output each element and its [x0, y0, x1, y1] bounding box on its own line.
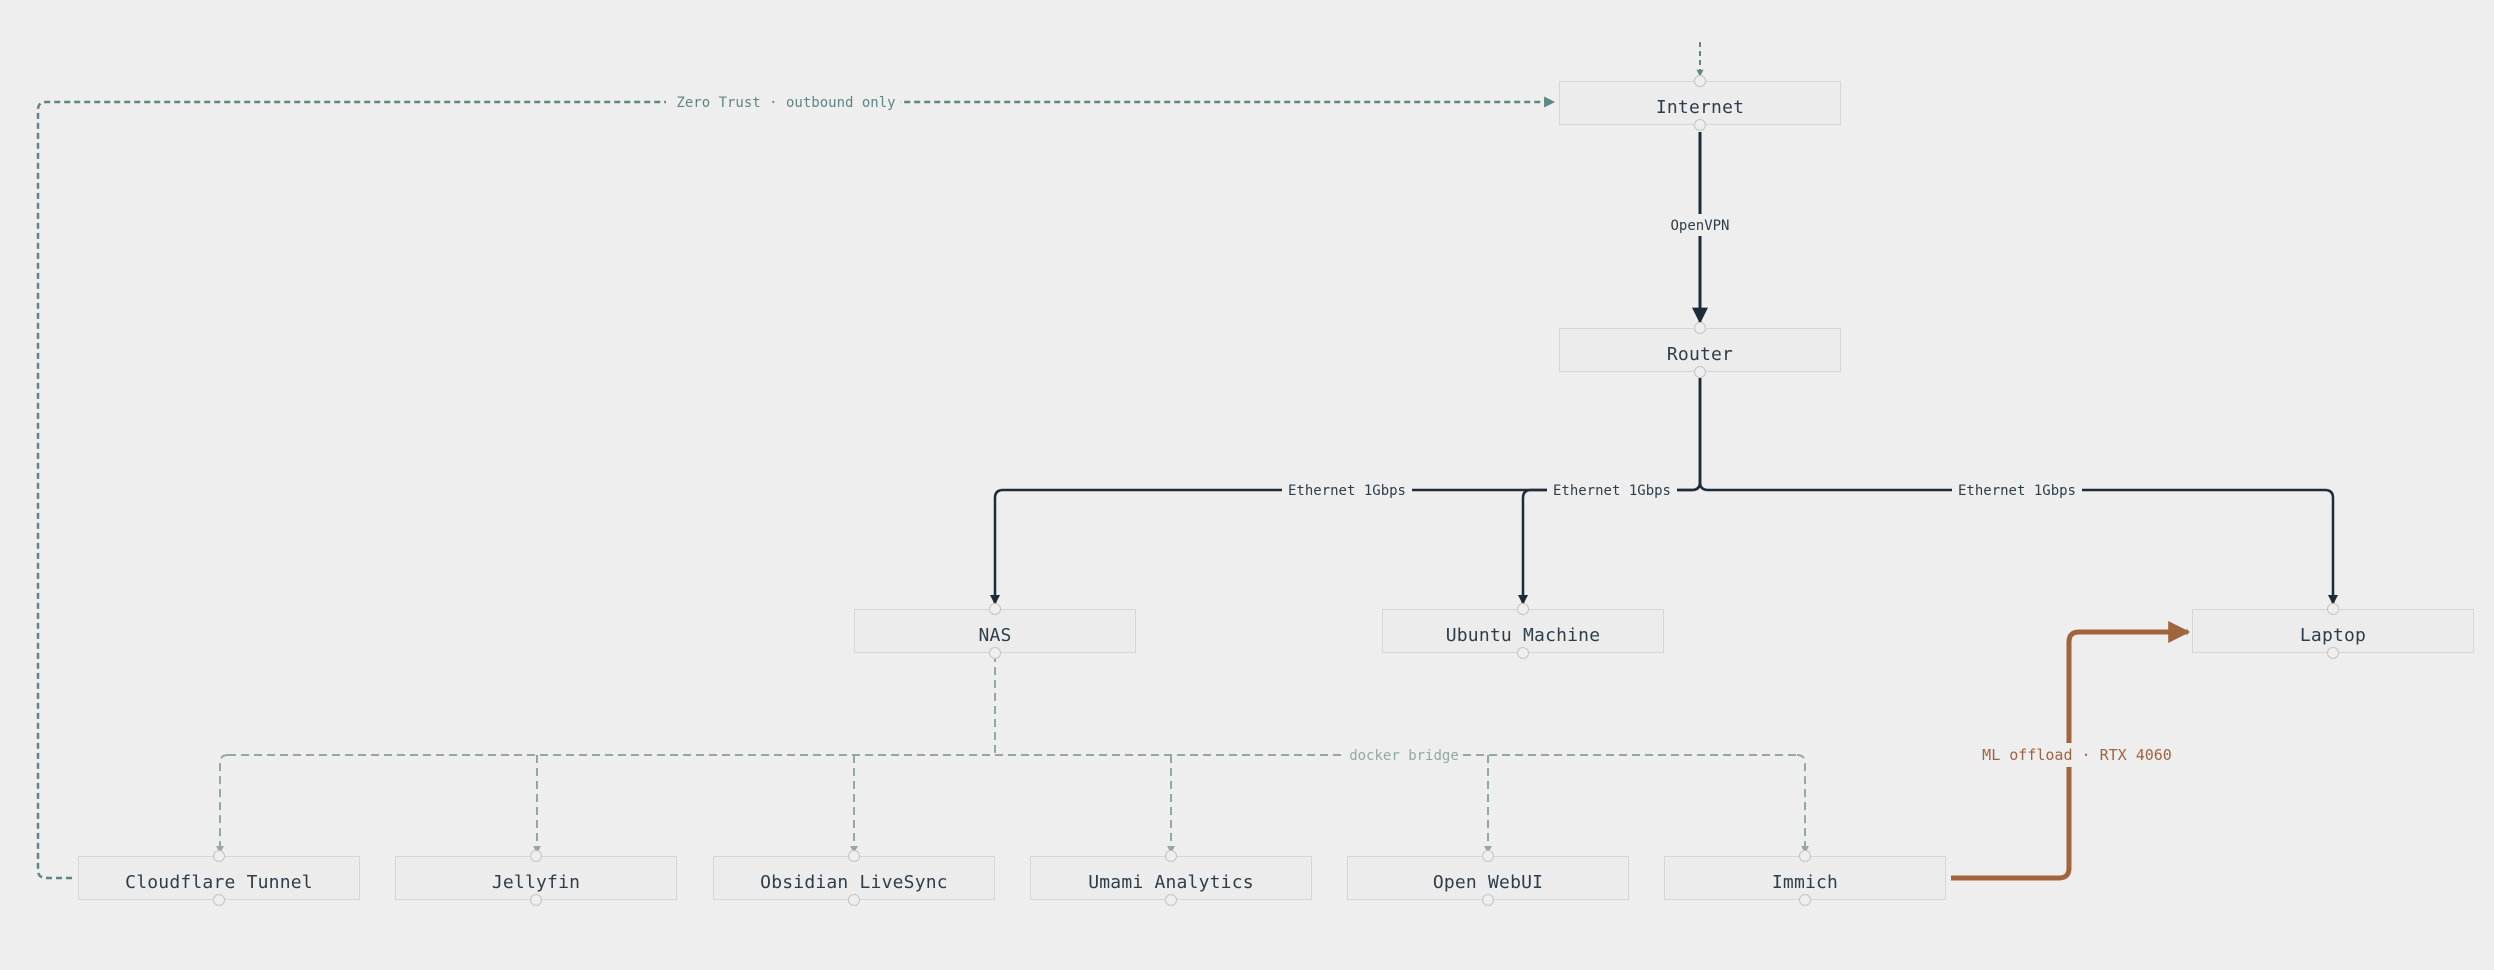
ubuntu-machine-node[interactable]: Ubuntu Machine [1382, 603, 1664, 659]
ubuntu-bottom-port[interactable] [1517, 647, 1529, 659]
obsidian-top-port[interactable] [848, 850, 860, 862]
internet-top-port[interactable] [1694, 75, 1706, 87]
umami-top-port[interactable] [1165, 850, 1177, 862]
immich-label: Immich [1771, 871, 1839, 893]
nas-bottom-port[interactable] [989, 647, 1001, 659]
laptop-top-port[interactable] [2327, 603, 2339, 615]
bridge-immich-edge [1796, 754, 1809, 854]
cloudflare-tunnel-label: Cloudflare Tunnel [125, 871, 313, 893]
laptop-label: Laptop [2299, 624, 2367, 646]
obsidian-livesync-label: Obsidian LiveSync [760, 871, 948, 893]
ubuntu-machine-label: Ubuntu Machine [1445, 624, 1601, 646]
umami-analytics-label: Umami Analytics [1088, 871, 1254, 893]
immich-node[interactable]: Immich [1664, 850, 1946, 906]
router-bottom-port[interactable] [1694, 366, 1706, 378]
obsidian-bottom-port[interactable] [848, 894, 860, 906]
ubuntu-top-port[interactable] [1517, 603, 1529, 615]
zero-trust-label: Zero Trust · outbound only [676, 95, 895, 111]
docker-bridge-edges [216, 654, 1809, 854]
cloudflare-top-port[interactable] [213, 850, 225, 862]
jellyfin-top-port[interactable] [530, 850, 542, 862]
router-node[interactable]: Router [1559, 322, 1841, 378]
open-webui-node[interactable]: Open WebUI [1347, 850, 1629, 906]
openvpn-label: OpenVPN [1670, 218, 1729, 234]
cloudflare-bottom-port[interactable] [213, 894, 225, 906]
ml-offload-label: ML offload · RTX 4060 [1982, 746, 2172, 764]
cloudflare-tunnel-node[interactable]: Cloudflare Tunnel [78, 850, 360, 906]
obsidian-livesync-node[interactable]: Obsidian LiveSync [713, 850, 995, 906]
internet-node[interactable]: Internet [1559, 75, 1841, 131]
openwebui-top-port[interactable] [1482, 850, 1494, 862]
nas-node[interactable]: NAS [854, 603, 1136, 659]
umami-analytics-node[interactable]: Umami Analytics [1030, 850, 1312, 906]
nas-top-port[interactable] [989, 603, 1001, 615]
bridge-cloudflare-edge [216, 754, 229, 854]
immich-bottom-port[interactable] [1799, 894, 1811, 906]
laptop-node[interactable]: Laptop [2192, 603, 2474, 659]
internet-label: Internet [1655, 96, 1745, 118]
router-label: Router [1666, 343, 1734, 365]
router-top-port[interactable] [1694, 322, 1706, 334]
docker-bridge-label: docker bridge [1349, 748, 1459, 764]
jellyfin-bottom-port[interactable] [530, 894, 542, 906]
openwebui-bottom-port[interactable] [1482, 894, 1494, 906]
immich-top-port[interactable] [1799, 850, 1811, 862]
umami-bottom-port[interactable] [1165, 894, 1177, 906]
laptop-bottom-port[interactable] [2327, 647, 2339, 659]
ethernet-laptop-label: Ethernet 1Gbps [1958, 483, 2076, 499]
ethernet-ubuntu-label: Ethernet 1Gbps [1553, 483, 1671, 499]
jellyfin-label: Jellyfin [491, 871, 581, 893]
internet-bottom-port[interactable] [1694, 119, 1706, 131]
jellyfin-node[interactable]: Jellyfin [395, 850, 677, 906]
ethernet-nas-label: Ethernet 1Gbps [1288, 483, 1406, 499]
nas-label: NAS [978, 624, 1012, 646]
open-webui-label: Open WebUI [1432, 871, 1544, 893]
